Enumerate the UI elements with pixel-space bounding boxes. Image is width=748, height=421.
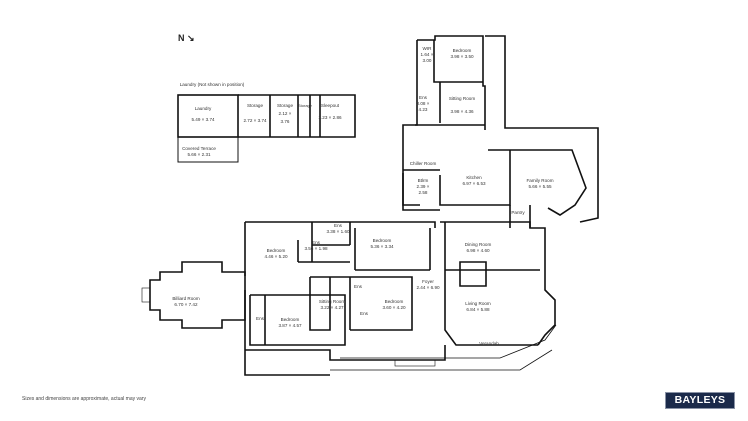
laundry-block [177,94,356,163]
bayleys-logo: BAYLEYS [665,392,735,409]
room-ensuite: Ens [360,311,368,316]
billiard-room-walls [149,261,246,329]
arrow-icon: ↘ [187,33,195,43]
north-arrow: N ↘ [178,33,195,44]
room-pantry: Pantry [511,210,525,215]
north-wing [402,35,599,228]
steps [394,359,436,367]
north-label: N [178,33,185,43]
room-ensuite: Ens [354,284,362,289]
main-house [244,221,556,376]
fireplace [141,287,151,303]
room-chiller: Chiller Room [409,161,437,166]
laundry-note: Laundry (Not shown in position) [179,82,245,87]
room-ensuite: Ens [256,316,264,321]
verandah-edge [330,324,557,371]
room-verandah: Verandah [479,341,499,346]
room-storage: Storage [297,103,313,108]
disclaimer: Sizes and dimensions are approximate, ac… [22,396,146,402]
